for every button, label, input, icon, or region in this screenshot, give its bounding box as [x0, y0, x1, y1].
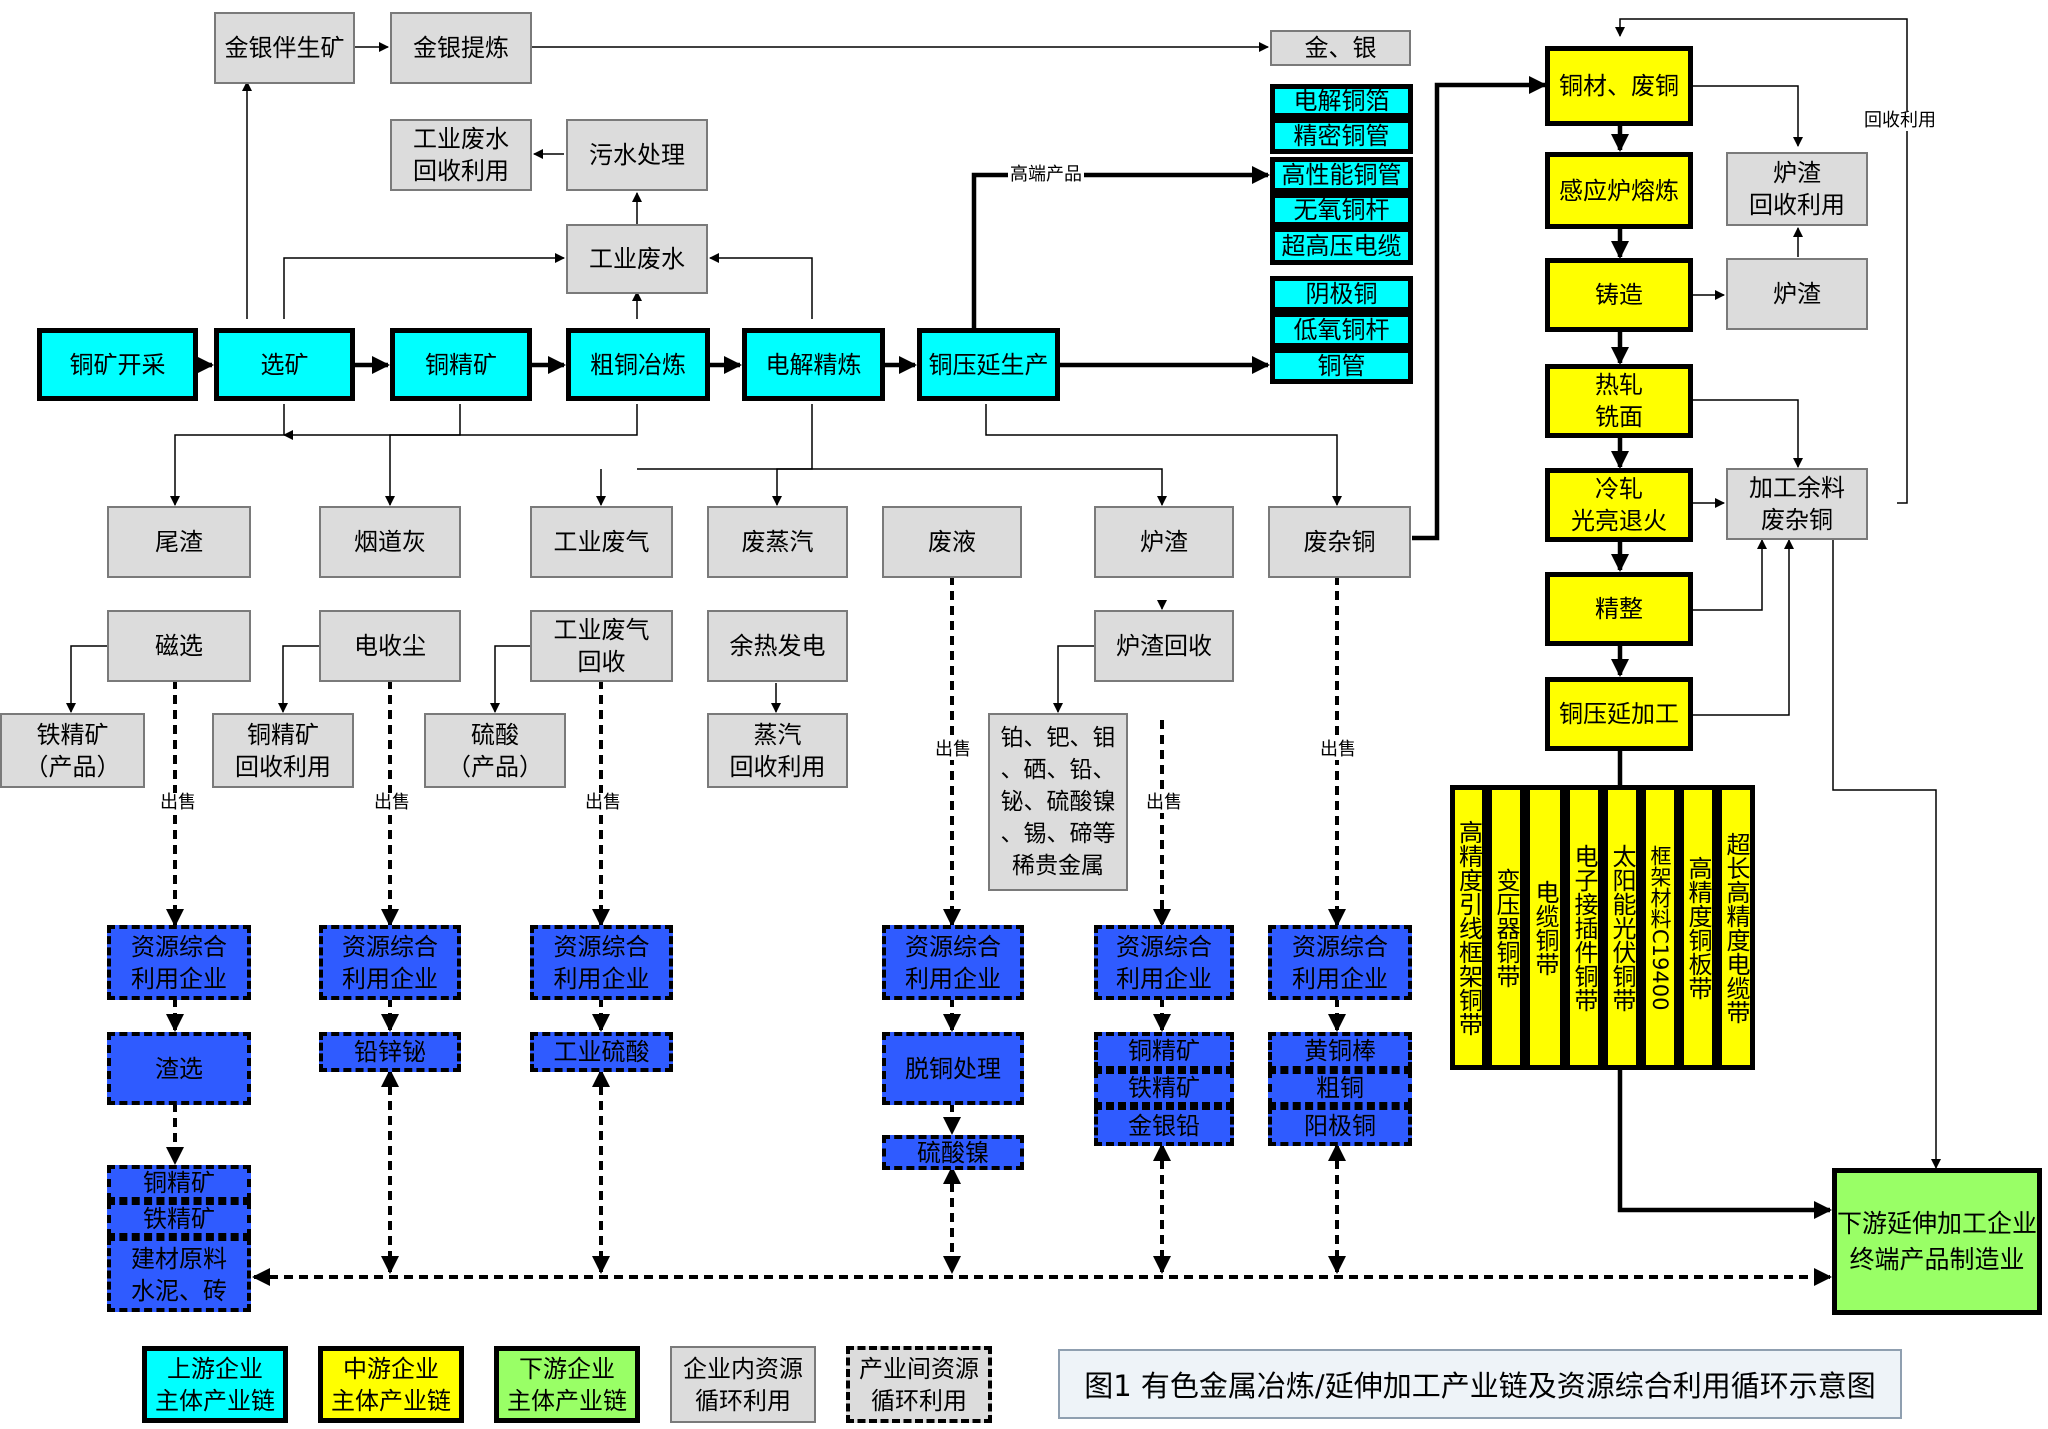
ganyinglu-node: 感应炉熔炼	[1545, 152, 1693, 229]
tongcai-feitong-node: 铜材、废铜	[1545, 46, 1693, 126]
jingkuang-node: 铜精矿	[390, 328, 532, 401]
sell-label: 出售	[1144, 792, 1184, 813]
gyfq-recover-node: 工业废气 回收	[530, 610, 673, 682]
luzha-recover-node: 炉渣回收	[1094, 610, 1234, 682]
tuotong-node: 脱铜处理	[882, 1032, 1024, 1105]
weizha-output-item: 建材原料 水泥、砖	[107, 1237, 251, 1312]
legend-upstream: 上游企业 主体产业链	[142, 1346, 288, 1423]
feizhengqi-node: 废蒸汽	[707, 506, 848, 578]
rare-metals-node: 铂、钯、钼 、硒、铅、 铋、硫酸镍 、锡、碲等 稀贵金属	[988, 713, 1128, 891]
cutong-node: 粗铜冶炼	[566, 328, 710, 401]
strip-product: 框架材料C19400	[1641, 785, 1679, 1070]
weizha-output-item: 铁精矿	[107, 1201, 251, 1237]
feiza-output-item: 阳极铜	[1268, 1106, 1412, 1146]
high-end-item: 高性能铜管	[1270, 157, 1413, 193]
yandaohui-node: 烟道灰	[319, 506, 461, 578]
strip-product: 超长高精度电缆带	[1717, 785, 1755, 1070]
zhengqi-recycle-node: 蒸汽 回收利用	[707, 713, 848, 788]
liusuannie-node: 硫酸镍	[882, 1135, 1024, 1170]
dianjie-node: 电解精炼	[742, 328, 885, 401]
resource-company-node: 资源综合 利用企业	[107, 925, 251, 1000]
gongyeliusuan-node: 工业硫酸	[530, 1032, 673, 1072]
resource-company-node: 资源综合 利用企业	[882, 925, 1024, 1000]
jingzheng-node: 精整	[1545, 572, 1693, 646]
resource-company-node: 资源综合 利用企业	[530, 925, 673, 1000]
weizha-output-item: 铜精矿	[107, 1165, 251, 1201]
sell-label: 出售	[1318, 739, 1358, 760]
zhaxuan-node: 渣选	[107, 1032, 251, 1105]
strip-product: 高精度铜板带	[1679, 785, 1717, 1070]
tiejingkuang-product-node: 铁精矿 （产品）	[0, 713, 145, 788]
legend-inter-industry-recycle: 产业间资源 循环利用	[846, 1346, 992, 1423]
weizha-node: 尾渣	[107, 506, 251, 578]
strip-product: 电子接插件铜带	[1565, 785, 1603, 1070]
feizatong-node: 废杂铜	[1268, 506, 1411, 578]
high-end-item: 超高压电缆	[1270, 227, 1413, 265]
gyfs-recycle-node: 工业废水 回收利用	[390, 119, 532, 191]
strip-product: 电缆铜带	[1525, 785, 1565, 1070]
product-item: 阴极铜	[1270, 276, 1413, 312]
sell-label: 出售	[372, 792, 412, 813]
jinyin-banshengkuang-node: 金银伴生矿	[214, 12, 355, 84]
downstream-node: 下游延伸加工企业 终端产品制造业	[1832, 1168, 2042, 1315]
feiza-output-item: 粗铜	[1268, 1070, 1412, 1106]
gyfs-node: 工业废水	[566, 224, 708, 294]
figure-caption: 图1 有色金属冶炼/延伸加工产业链及资源综合利用循环示意图	[1058, 1349, 1902, 1419]
luzha-node: 炉渣	[1094, 506, 1234, 578]
high-end-item: 无氧铜杆	[1270, 193, 1413, 227]
feiye-node: 废液	[882, 506, 1022, 578]
dianshouchen-node: 电收尘	[319, 610, 461, 682]
yanyajiagong-node: 铜压延加工	[1545, 677, 1693, 751]
feiza-output-item: 黄铜棒	[1268, 1032, 1412, 1070]
strip-product: 变压器铜带	[1487, 785, 1525, 1070]
luzha-recycle-node: 炉渣 回收利用	[1726, 152, 1868, 226]
yanya-node: 铜压延生产	[917, 328, 1060, 401]
xuankuang-node: 选矿	[214, 328, 355, 401]
sell-label: 出售	[158, 792, 198, 813]
liusuan-product-node: 硫酸 （产品）	[424, 713, 566, 788]
luzha-right-node: 炉渣	[1726, 258, 1868, 330]
qianxinbi-node: 铅锌铋	[319, 1032, 461, 1072]
sell-label: 出售	[583, 792, 623, 813]
legend-downstream: 下游企业 主体产业链	[494, 1346, 640, 1423]
strip-product: 高精度引线框架铜带	[1450, 785, 1487, 1070]
luzha-output-item: 铜精矿	[1094, 1032, 1234, 1070]
jin-yin-node: 金、银	[1270, 30, 1411, 66]
lengzha-node: 冷轧 光亮退火	[1545, 468, 1693, 542]
gyfq-node: 工业废气	[530, 506, 673, 578]
legend-midstream: 中游企业 主体产业链	[318, 1346, 464, 1423]
high-end-item: 电解铜箔	[1270, 84, 1413, 118]
yure-node: 余热发电	[707, 610, 848, 682]
resource-company-node: 资源综合 利用企业	[1268, 925, 1412, 1000]
rezha-node: 热轧 铣面	[1545, 364, 1693, 438]
luzha-output-item: 铁精矿	[1094, 1070, 1234, 1106]
caikuang-node: 铜矿开采	[37, 328, 198, 401]
strip-product: 太阳能光伏铜带	[1603, 785, 1641, 1070]
high-end-item: 精密铜管	[1270, 118, 1413, 154]
resource-company-node: 资源综合 利用企业	[1094, 925, 1234, 1000]
jiagong-yuliao-node: 加工余料 废杂铜	[1726, 468, 1868, 540]
wushui-node: 污水处理	[566, 119, 708, 191]
sell-label: 出售	[933, 739, 973, 760]
zhuzao-node: 铸造	[1545, 258, 1693, 332]
jinyin-tilian-node: 金银提炼	[390, 12, 532, 84]
tongjing-recycle-node: 铜精矿 回收利用	[212, 713, 354, 788]
product-item: 低氧铜杆	[1270, 312, 1413, 348]
luzha-output-item: 金银铅	[1094, 1106, 1234, 1146]
recycle-label: 回收利用	[1862, 110, 1938, 131]
product-item: 铜管	[1270, 348, 1413, 384]
legend-internal-recycle: 企业内资源 循环利用	[670, 1346, 816, 1423]
resource-company-node: 资源综合 利用企业	[319, 925, 461, 1000]
high-end-label: 高端产品	[1008, 164, 1084, 185]
cixuan-node: 磁选	[107, 610, 251, 682]
